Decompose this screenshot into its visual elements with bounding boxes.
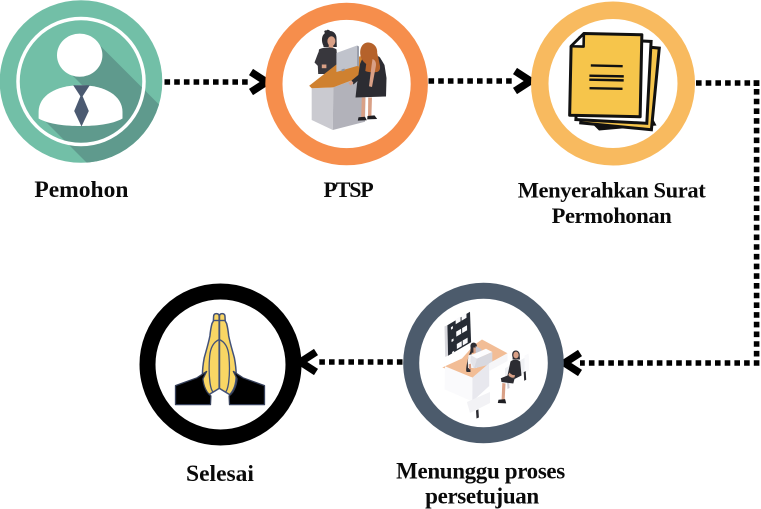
svg-text:Menunggu proses: Menunggu proses: [396, 459, 565, 484]
svg-text:persetujuan: persetujuan: [425, 484, 539, 509]
svg-text:Selesai: Selesai: [186, 461, 254, 487]
svg-text:Menyerahkan Surat: Menyerahkan Surat: [518, 177, 706, 202]
svg-text:Permohonan: Permohonan: [552, 203, 673, 228]
svg-text:Pemohon: Pemohon: [34, 177, 128, 203]
svg-text:PTSP: PTSP: [324, 177, 374, 202]
